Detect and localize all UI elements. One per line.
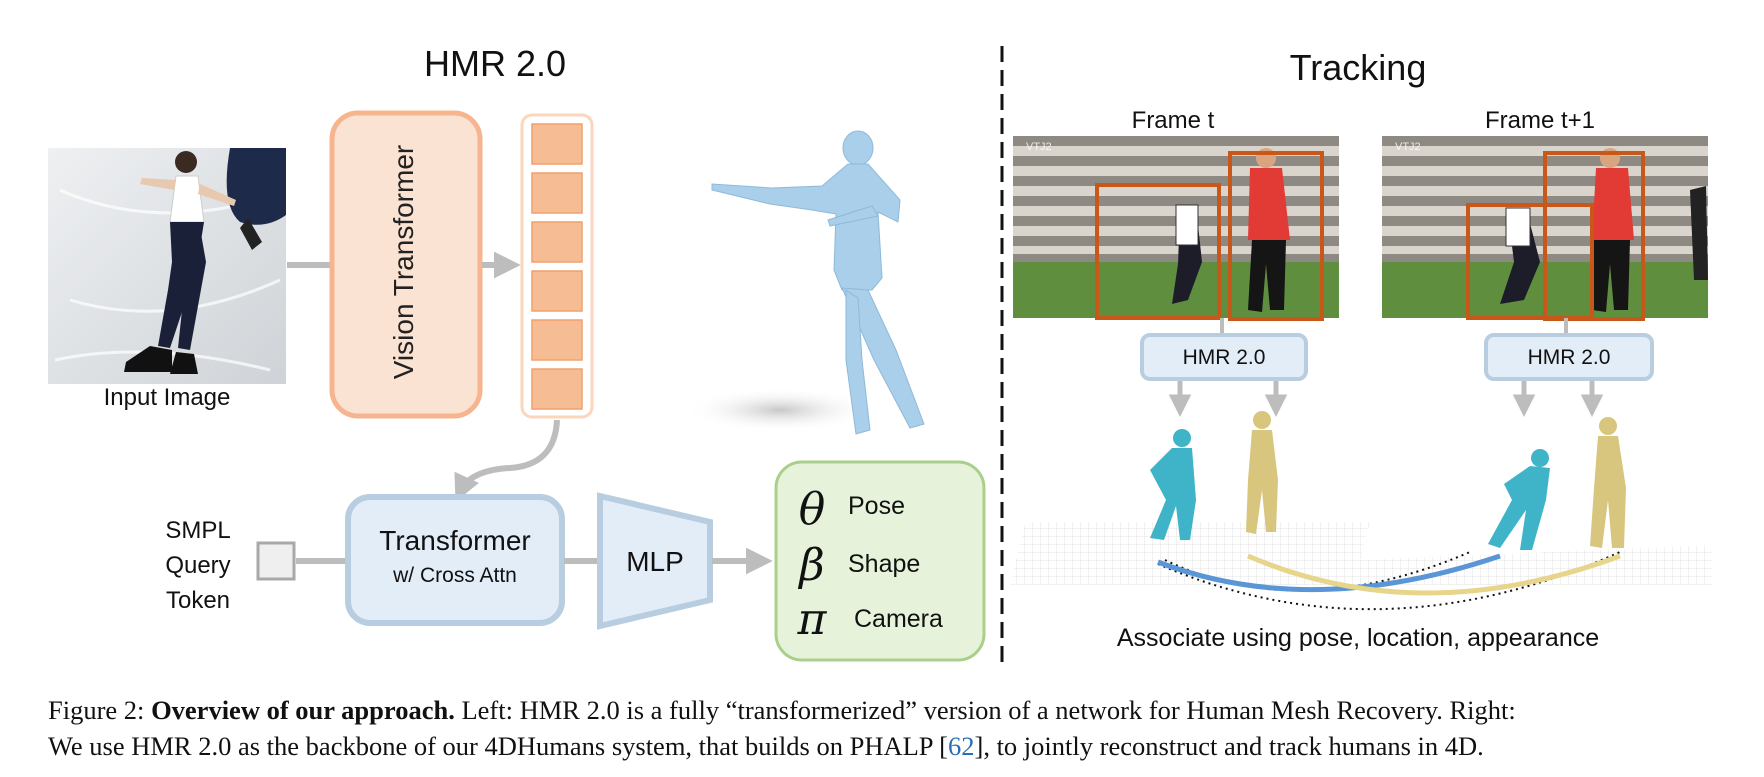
caption-text-3: ], to jointly reconstruct and track huma… xyxy=(974,731,1484,761)
token-square xyxy=(531,123,583,165)
associate-label: Associate using pose, location, appearan… xyxy=(1117,624,1599,652)
caption-prefix: Figure 2: xyxy=(48,695,152,725)
mesh-yellow-t xyxy=(1246,411,1278,534)
hmr-box-frame-t1-label: HMR 2.0 xyxy=(1528,346,1611,369)
token-square xyxy=(531,172,583,214)
input-image xyxy=(48,148,286,384)
transformer-label: Transformer xyxy=(379,525,530,556)
vision-transformer-label: Vision Transformer xyxy=(388,145,419,379)
caption-text-2: We use HMR 2.0 as the backbone of our 4D… xyxy=(48,731,948,761)
frame-t1-watermark: VTJ2 xyxy=(1395,141,1421,153)
token-square xyxy=(531,221,583,263)
frame-t-image: VTJ2 xyxy=(1013,136,1339,318)
outputs-block xyxy=(774,460,986,662)
caption-text-1: Left: HMR 2.0 is a fully “transformerize… xyxy=(454,695,1516,725)
output-camera-label: Camera xyxy=(854,605,943,633)
frame-t1-bbox-2 xyxy=(1543,151,1645,321)
caption-bold: Overview of our approach. xyxy=(151,695,455,725)
mesh-yellow-t1 xyxy=(1590,417,1626,548)
mesh-teal-t1 xyxy=(1488,449,1550,550)
token-square xyxy=(531,319,583,361)
frame-t1-label: Frame t+1 xyxy=(1485,107,1595,134)
assoc-curve-blue xyxy=(1157,553,1501,593)
frame-t1-bbox-1 xyxy=(1466,203,1594,320)
frame-t-label: Frame t xyxy=(1132,107,1215,134)
caption-citation-link[interactable]: 62 xyxy=(948,731,975,761)
figure-caption: Figure 2: Overview of our approach. Left… xyxy=(48,692,1728,764)
output-shape-label: Shape xyxy=(848,550,920,578)
output-shape-symbol: β xyxy=(797,540,824,591)
hmr-box-frame-t1 xyxy=(1484,333,1654,381)
mlp-block xyxy=(597,492,713,630)
output-pose-symbol: θ xyxy=(799,484,826,535)
input-image-label: Input Image xyxy=(104,384,231,411)
output-shape: β Shape xyxy=(797,540,920,591)
token-square xyxy=(531,270,583,312)
query-label-line-2: Query xyxy=(165,552,230,579)
query-token-square xyxy=(256,541,296,581)
hmr-box-frame-t-label: HMR 2.0 xyxy=(1183,346,1266,369)
mesh-teal-t xyxy=(1150,429,1196,540)
mesh-arrows xyxy=(1168,381,1604,417)
mlp-label: MLP xyxy=(626,546,684,577)
output-pose: θ Pose xyxy=(799,484,905,535)
frame-t-bbox-2 xyxy=(1228,151,1324,321)
transformer-sublabel: w/ Cross Attn xyxy=(392,564,517,587)
hmr-box-frame-t xyxy=(1140,333,1308,381)
token-square xyxy=(531,368,583,410)
smpl-mesh-render xyxy=(685,130,925,435)
arrow-tokens-to-transformer xyxy=(454,419,560,502)
token-column xyxy=(520,113,594,419)
output-camera-symbol: π xyxy=(797,594,828,645)
query-label-line-3: Token xyxy=(166,587,230,614)
transformer-block xyxy=(345,494,565,626)
smpl-query-label: SMPL Query Token xyxy=(165,517,230,614)
figure-canvas: HMR 2.0 Input Image Vision Transformer xyxy=(48,43,1712,662)
frame-t-bbox-1 xyxy=(1095,183,1221,320)
output-camera: π Camera xyxy=(797,594,943,645)
vision-transformer-block xyxy=(329,110,483,419)
ground-plane xyxy=(1010,522,1712,585)
hmr-title: HMR 2.0 xyxy=(424,43,566,84)
query-label-line-1: SMPL xyxy=(165,517,230,544)
frame-t-watermark: VTJ2 xyxy=(1026,141,1052,153)
assoc-curve-yellow xyxy=(1247,553,1621,596)
tracking-title: Tracking xyxy=(1290,47,1427,88)
output-pose-label: Pose xyxy=(848,492,905,520)
